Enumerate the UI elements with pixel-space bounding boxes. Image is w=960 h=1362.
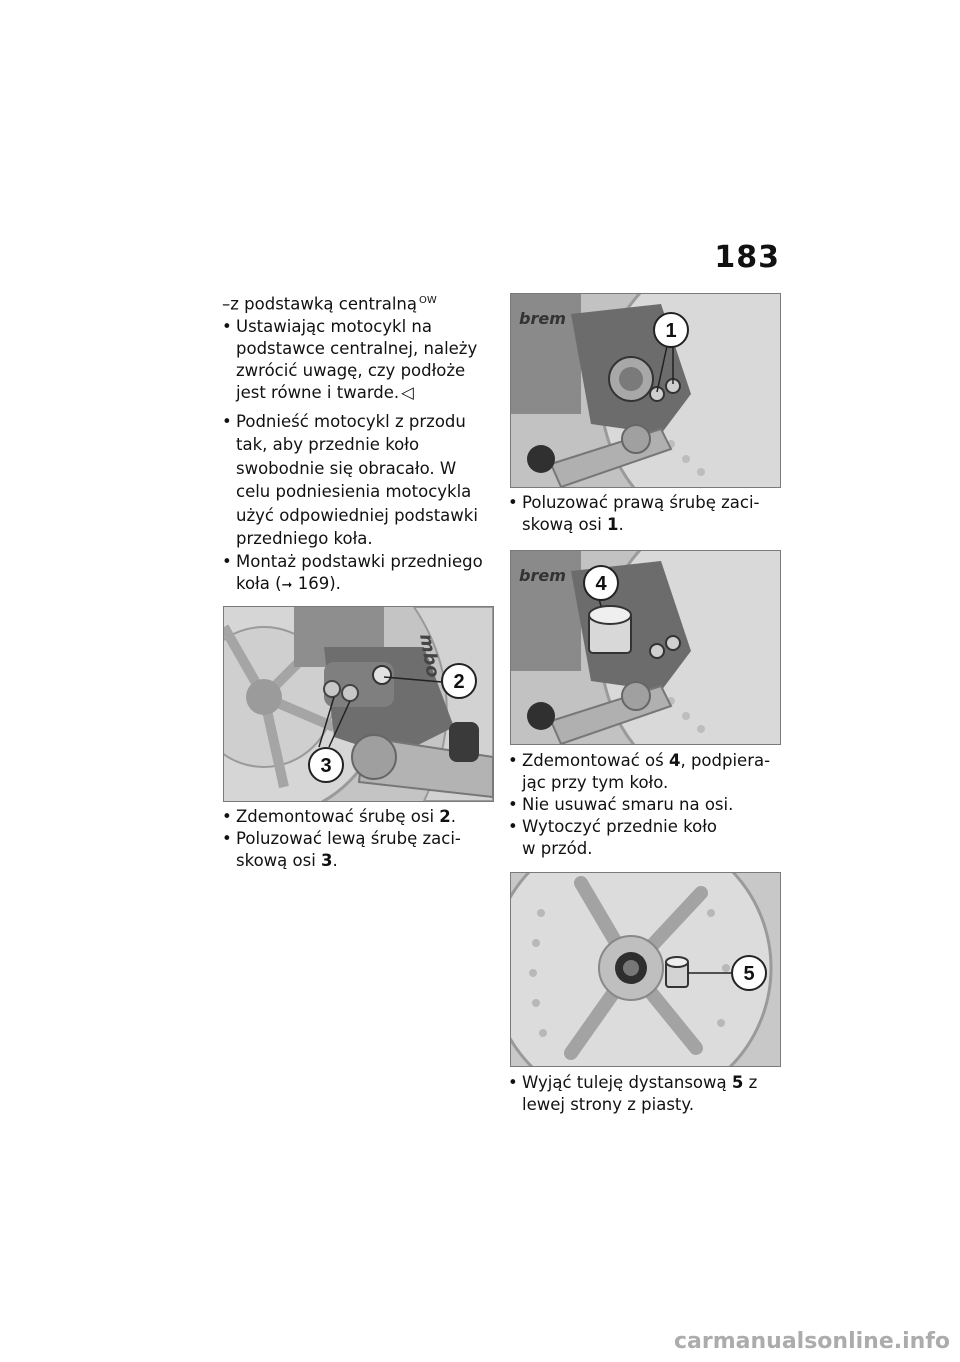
reference-number: 3 xyxy=(321,851,333,870)
callout-3: 3 xyxy=(320,755,331,777)
text-line: , podpiera- xyxy=(680,751,771,770)
text-line: Montaż podstawki przedniego xyxy=(236,551,483,571)
text-line: przedniego koła. xyxy=(236,529,373,548)
text-line: Wyjąć tuleję dystansową xyxy=(522,1073,732,1092)
page-reference-link[interactable]: 169). xyxy=(292,573,341,593)
text-line: skową osi xyxy=(236,851,322,870)
text-line: Zdemontować oś xyxy=(522,751,669,770)
text-line: swobodnie się obracało. W xyxy=(236,458,457,478)
figure-spacer-sleeve: 5 xyxy=(510,872,781,1067)
text-line: Ustawiając motocykl na xyxy=(236,316,432,336)
text-line: koła ( xyxy=(236,573,282,593)
text-line: Nie usuwać smaru na osi. xyxy=(522,795,734,814)
brake-brand-text: brem xyxy=(519,566,566,585)
illustration-right-caliper: brem 1 xyxy=(511,294,780,487)
text-line: podstawce centralnej, należy xyxy=(236,338,478,358)
text-line: celu podniesienia motocykla xyxy=(236,482,472,501)
callout-5: 5 xyxy=(743,963,754,985)
text-line: Podnieść motocykl z przodu xyxy=(236,411,466,431)
instruction-loosen-left-clamp: Poluzować lewą śrubę zaci- skową osi 3. xyxy=(222,828,494,872)
page-reference-arrow-icon: ➞ xyxy=(281,577,293,593)
instruction-centre-stand: Ustawiając motocykl na podstawce central… xyxy=(222,316,494,404)
instruction-roll-wheel: Wytoczyć przednie koło w przód. xyxy=(508,816,782,860)
option-superscript: OW xyxy=(418,295,437,306)
callout-2: 2 xyxy=(453,671,464,693)
figure-right-clamp-screw: brem 1 xyxy=(510,293,781,488)
punctuation: . xyxy=(618,515,624,534)
text-line: jąc przy tym koło. xyxy=(522,773,669,792)
brake-brand-text: brem xyxy=(519,309,566,328)
reference-number: 2 xyxy=(439,807,451,826)
condition-text: –z podstawką centralną xyxy=(222,294,417,314)
watermark: carmanualsonline.info xyxy=(674,1329,950,1354)
text-line: Poluzować lewą śrubę zaci- xyxy=(236,829,461,848)
text-line: Zdemontować śrubę osi xyxy=(236,807,440,826)
callout-1: 1 xyxy=(665,320,676,342)
punctuation: . xyxy=(450,807,457,826)
reference-number: 4 xyxy=(668,751,681,770)
instruction-stand-mounting: Montaż podstawki przedniego koła (➞ 169)… xyxy=(222,551,494,597)
instruction-remove-axle-screw: Zdemontować śrubę osi 2. xyxy=(222,806,494,828)
illustration-axle-removal: brem 4 xyxy=(511,551,780,744)
instruction-keep-grease: Nie usuwać smaru na osi. xyxy=(508,794,782,816)
text-line: lewej strony z piasty. xyxy=(522,1095,695,1114)
right-text-3: Wyjąć tuleję dystansową 5 z lewej strony… xyxy=(508,1072,782,1116)
punctuation: . xyxy=(332,851,338,870)
text-line: Wytoczyć przednie koło xyxy=(522,817,717,836)
right-text-1: Poluzować prawą śrubę zaci- skową osi 1. xyxy=(508,492,782,536)
text-line: zwrócić uwagę, czy podłoże xyxy=(236,360,466,380)
text-line: użyć odpowiedniej podstawki xyxy=(236,505,478,525)
page-number: 183 xyxy=(714,240,780,275)
instruction-lift-front: Podnieść motocykl z przodu tak, aby prze… xyxy=(222,410,494,551)
illustration-wheel-hub: 5 xyxy=(511,873,780,1066)
instruction-remove-axle: Zdemontować oś 4, podpiera- jąc przy tym… xyxy=(508,750,782,794)
illustration-left-caliper: mbo 2 3 xyxy=(224,607,493,801)
text-line: w przód. xyxy=(522,839,593,858)
right-text-2: Zdemontować oś 4, podpiera- jąc przy tym… xyxy=(508,750,782,860)
figure-remove-axle: brem 4 xyxy=(510,550,781,745)
reference-number: 5 xyxy=(731,1073,744,1092)
text-line: tak, aby przednie koło xyxy=(236,435,420,454)
text-line: z xyxy=(743,1073,758,1092)
end-mark-icon: ◁ xyxy=(401,382,414,402)
callout-4: 4 xyxy=(595,573,607,595)
instruction-remove-spacer: Wyjąć tuleję dystansową 5 z lewej strony… xyxy=(508,1072,782,1116)
reference-number: 1 xyxy=(607,515,619,534)
instruction-loosen-right-clamp: Poluzować prawą śrubę zaci- skową osi 1. xyxy=(508,492,782,536)
left-column-lower: Zdemontować śrubę osi 2. Poluzować lewą … xyxy=(222,806,494,872)
text-line: Poluzować prawą śrubę zaci- xyxy=(522,493,760,512)
figure-axle-screw-left: mbo 2 3 xyxy=(223,606,494,802)
text-line: skową osi xyxy=(522,515,608,534)
text-line: jest równe i twarde. xyxy=(236,382,400,402)
